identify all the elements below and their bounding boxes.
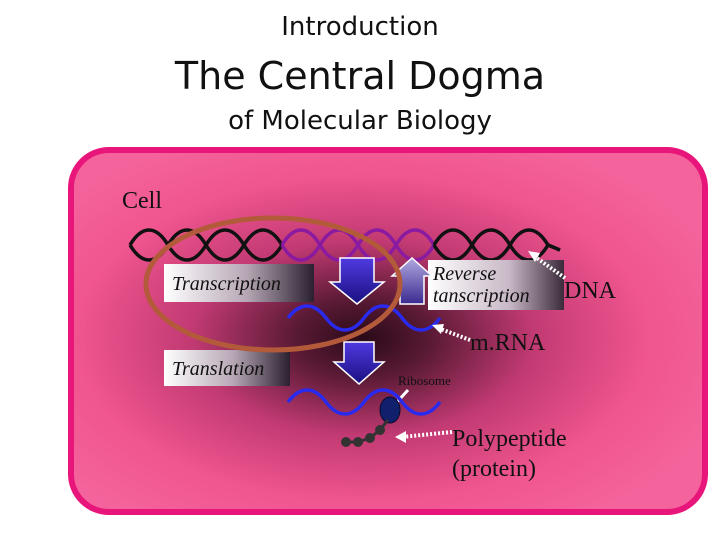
reverse-transcription-label-line2: tanscription — [433, 285, 530, 307]
cell-body — [68, 147, 708, 515]
reverse-transcription-label-line1: Reverse — [432, 263, 496, 285]
mrna-strand — [286, 304, 442, 332]
dna-strand-a-right — [432, 228, 561, 262]
dna-strand-b-mid — [280, 228, 436, 262]
cell-label: Cell — [122, 188, 162, 214]
mrna-pointer — [437, 326, 471, 342]
polypeptide-label-line1: Polypeptide — [452, 426, 567, 452]
transcription-arrow — [327, 257, 387, 305]
ribosome — [379, 396, 401, 424]
mrna-strand-translation — [286, 388, 442, 416]
translation-label: Translation — [172, 358, 264, 380]
polypeptide-pointer-arrowhead — [395, 431, 406, 443]
slide-subtitle: of Molecular Biology — [228, 106, 492, 136]
mrna-pointer-arrowhead — [432, 324, 444, 334]
transcription-label: Transcription — [172, 273, 281, 295]
translation-arrow — [332, 341, 386, 385]
dna-strand-b-right — [432, 228, 561, 262]
mrna-label: m.RNA — [470, 330, 546, 356]
polypeptide-chain — [341, 419, 390, 447]
slide-kicker: Introduction — [281, 12, 439, 42]
dna-label: DNA — [564, 278, 617, 304]
reverse-transcription-box — [428, 260, 564, 310]
transcription-highlight — [143, 215, 403, 353]
dna-pointer-arrowhead — [528, 251, 540, 262]
ribosome-label: Ribosome — [398, 373, 451, 388]
polypeptide-label-line2: (protein) — [452, 456, 536, 482]
slide-title: The Central Dogma — [174, 54, 546, 98]
polypeptide-pointer — [401, 430, 453, 439]
translation-box — [164, 350, 290, 386]
transcription-box — [164, 264, 314, 302]
